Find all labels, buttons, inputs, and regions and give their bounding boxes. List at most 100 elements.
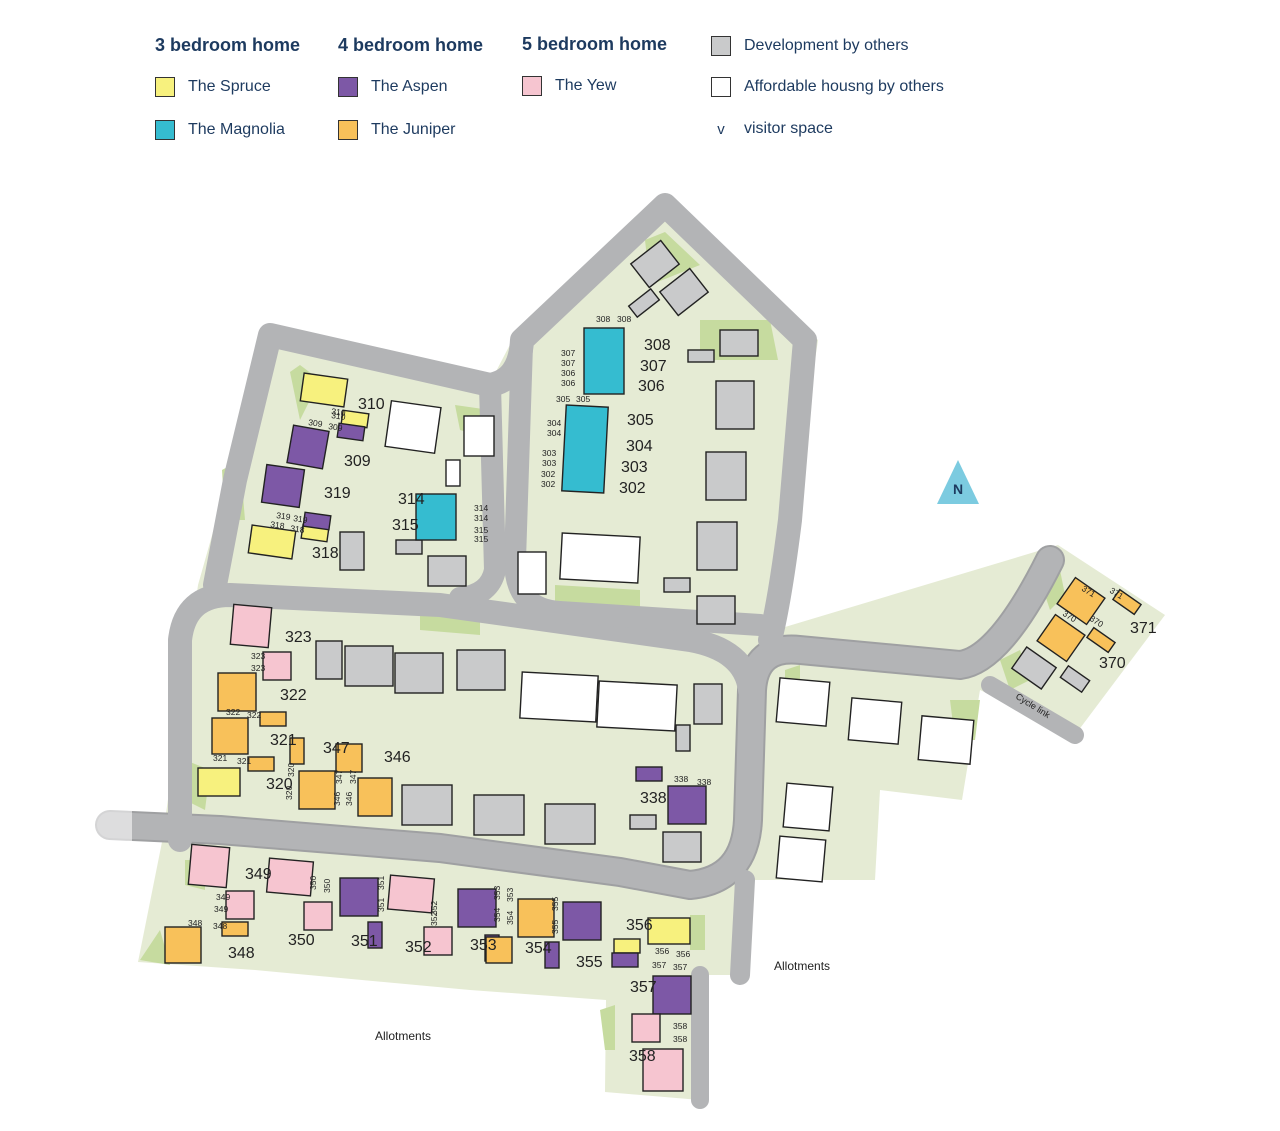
aspen-house: [457, 888, 497, 928]
parking-tag: 338: [674, 774, 688, 784]
legend-label: Affordable housng by others: [744, 78, 944, 95]
plot-number-356: 356: [626, 917, 653, 934]
parking-tag: 307: [561, 348, 575, 358]
allotments-label: Allotments: [774, 959, 830, 973]
aspen-house: [562, 901, 602, 941]
plot-number-321: 321: [270, 732, 297, 749]
legend-label: The Aspen: [371, 78, 448, 95]
house-by-others: [544, 803, 596, 845]
house-by-others: [658, 267, 710, 317]
legend-item-visitor: v visitor space: [711, 117, 833, 141]
affordable-house: [519, 671, 599, 723]
plot-number-309: 309: [344, 453, 371, 470]
parking-tag: 304: [547, 418, 561, 428]
yew-house: [631, 1013, 661, 1043]
plot-number-371: 371: [1130, 620, 1157, 637]
homes-spruce: [197, 372, 691, 954]
juniper-house: [1056, 576, 1106, 626]
aspen-house: [667, 785, 707, 825]
house-by-others: [394, 652, 444, 694]
parking-tag: 308: [617, 314, 631, 324]
house-by-others: [719, 329, 759, 357]
visitor-space-mark: v: [717, 120, 725, 138]
parking-tag: 356: [676, 949, 690, 959]
house-by-others: [427, 555, 467, 587]
house-by-others: [715, 380, 755, 430]
parking-tag: 357: [652, 960, 666, 970]
green-verge: [600, 1005, 615, 1050]
parking-tag: 321: [213, 753, 227, 763]
parking-tag: 350: [322, 879, 332, 893]
parking-tag: 309: [308, 417, 324, 429]
parking-tag: 323: [251, 663, 265, 673]
parking-tag: 346: [344, 792, 354, 806]
allotments-label: Allotments: [375, 1029, 431, 1043]
parking-tag: 321: [237, 756, 251, 766]
affordable-house: [847, 697, 903, 745]
juniper-house: [217, 672, 257, 712]
affordable-house: [596, 680, 678, 732]
road: [449, 374, 506, 609]
plot-number-310: 310: [358, 396, 385, 413]
map-labels: 3023033043053063073083093103143153183193…: [188, 314, 1157, 1065]
legend-item-spruce: The Spruce: [155, 75, 271, 99]
plot-number-307: 307: [640, 358, 667, 375]
house-by-others: [687, 349, 715, 363]
others-swatch: [711, 36, 731, 56]
juniper-house: [1036, 613, 1086, 663]
road: [478, 193, 817, 652]
road: [168, 583, 762, 852]
house-by-others: [629, 814, 657, 830]
house-by-others: [401, 784, 453, 826]
parking-tag: 304: [547, 428, 561, 438]
plot-number-352: 352: [405, 939, 432, 956]
parking-tag: 308: [596, 314, 610, 324]
aspen-house: [339, 877, 379, 917]
north-arrow-shape: [937, 460, 979, 504]
magnolia-house: [415, 493, 457, 541]
plot-number-347: 347: [323, 740, 350, 757]
plot-number-306: 306: [638, 378, 665, 395]
parking-tag: 323: [251, 651, 265, 661]
parking-tag: 305: [576, 394, 590, 404]
parking-tag: 356: [655, 946, 669, 956]
parking-tag: 348: [188, 918, 202, 928]
affordable-house: [775, 835, 827, 883]
road: [504, 334, 771, 636]
legend-label: The Magnolia: [188, 121, 285, 138]
parking-tag: 309: [328, 421, 344, 433]
plot-number-358: 358: [629, 1048, 656, 1065]
affordable-house: [463, 415, 495, 457]
juniper-house: [485, 936, 513, 964]
plot-number-370: 370: [1099, 655, 1126, 672]
legend-item-aspen: The Aspen: [338, 75, 448, 99]
house-by-others: [629, 239, 681, 289]
parking-tag: 306: [561, 368, 575, 378]
magnolia-house: [583, 327, 625, 395]
road: [97, 547, 1063, 898]
parking-tag: 310: [331, 406, 347, 418]
affordable-house: [917, 715, 975, 765]
legend-label: Development by others: [744, 37, 909, 54]
legend-item-magnolia: The Magnolia: [155, 118, 285, 142]
parking-tag: 352: [429, 912, 439, 926]
plot-number-350: 350: [288, 932, 315, 949]
parking-tag: 320: [286, 763, 296, 777]
juniper-house: [517, 898, 555, 938]
aspen-house: [635, 766, 663, 782]
plot-number-305: 305: [627, 412, 654, 429]
parking-tag: 322: [226, 707, 240, 717]
yew-house: [225, 890, 255, 920]
plot-number-354: 354: [525, 940, 552, 957]
plot-number-349: 349: [245, 866, 272, 883]
house-by-others: [344, 645, 394, 687]
legend-item-juniper: The Juniper: [338, 118, 456, 142]
plot-number-346: 346: [384, 749, 411, 766]
aspen-house: [611, 952, 639, 968]
road-fade-strip: [82, 805, 132, 845]
house-by-others: [1059, 664, 1091, 694]
north-arrow: N: [937, 460, 979, 504]
parking-tag: 338: [697, 777, 711, 787]
affordable-house: [445, 459, 461, 487]
house-by-others: [1010, 646, 1058, 690]
